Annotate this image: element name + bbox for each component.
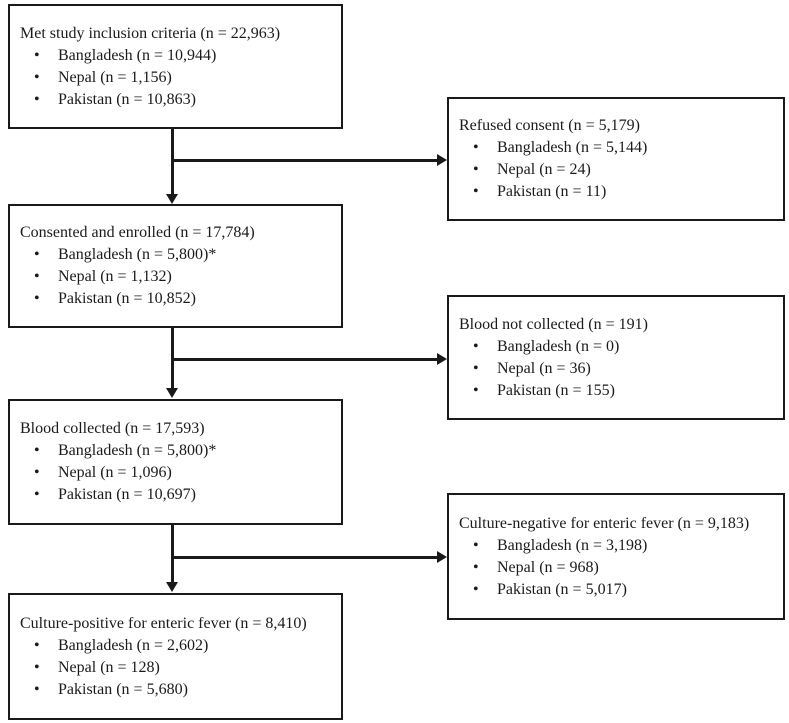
flow-box-title: Culture-negative for enteric fever (n = … (459, 514, 750, 532)
flow-box-culture-positive: Culture-positive for enteric fever (n = … (8, 593, 343, 720)
arrow-right-icon (437, 353, 447, 365)
bullet-item: Pakistan (n = 5,017) (459, 579, 775, 601)
arrow-down-icon (166, 582, 178, 592)
arrow-right-icon (437, 154, 447, 166)
arrow-down-icon (166, 388, 178, 398)
bullet-item: Pakistan (n = 11) (459, 181, 775, 203)
flow-box-title: Blood collected (n = 17,593) (20, 420, 205, 437)
flow-box-title: Met study inclusion criteria (n = 22,963… (20, 24, 281, 42)
flow-box-bullet-list: Bangladesh (n = 0) Nepal (n = 36) Pakist… (459, 336, 775, 402)
flow-box-culture-negative: Culture-negative for enteric fever (n = … (447, 493, 785, 620)
arrow-right-icon (437, 551, 447, 563)
flow-box-title: Refused consent (n = 5,179) (459, 117, 640, 134)
connector-branch-line-2 (171, 358, 437, 361)
bullet-item: Pakistan (n = 10,697) (20, 484, 333, 506)
bullet-item: Pakistan (n = 10,863) (20, 89, 333, 111)
flow-box-title: Consented and enrolled (n = 17,784) (20, 224, 255, 241)
bullet-item: Nepal (n = 1,156) (20, 67, 333, 89)
bullet-item: Pakistan (n = 5,680) (20, 679, 333, 701)
bullet-item: Nepal (n = 1,132) (20, 266, 333, 288)
flow-box-blood-not-collected: Blood not collected (n = 191) Bangladesh… (447, 295, 785, 420)
flow-box-bullet-list: Bangladesh (n = 2,602) Nepal (n = 128) P… (20, 635, 333, 701)
bullet-item: Nepal (n = 36) (459, 358, 775, 380)
flow-box-met-inclusion-criteria: Met study inclusion criteria (n = 22,963… (8, 4, 343, 129)
flow-box-bullet-list: Bangladesh (n = 3,198) Nepal (n = 968) P… (459, 535, 775, 601)
bullet-item: Pakistan (n = 10,852) (20, 288, 333, 310)
bullet-item: Bangladesh (n = 2,602) (20, 635, 333, 657)
bullet-item: Bangladesh (n = 5,800)* (20, 244, 333, 266)
connector-branch-line-3 (171, 556, 437, 559)
flow-box-title: Blood not collected (n = 191) (459, 315, 648, 333)
flow-box-blood-collected: Blood collected (n = 17,593) Bangladesh … (8, 399, 343, 525)
bullet-item: Bangladesh (n = 5,144) (459, 137, 775, 159)
connector-down-line-3 (171, 525, 174, 582)
bullet-item: Bangladesh (n = 10,944) (20, 45, 333, 67)
bullet-item: Bangladesh (n = 5,800)* (20, 440, 333, 462)
bullet-item: Nepal (n = 24) (459, 159, 775, 181)
bullet-item: Bangladesh (n = 0) (459, 336, 775, 358)
bullet-item: Nepal (n = 1,096) (20, 462, 333, 484)
arrow-down-icon (166, 194, 178, 204)
flow-box-refused-consent: Refused consent (n = 5,179) Bangladesh (… (447, 97, 785, 221)
bullet-item: Bangladesh (n = 3,198) (459, 535, 775, 557)
flow-box-title: Culture-positive for enteric fever (n = … (20, 614, 307, 632)
flow-box-bullet-list: Bangladesh (n = 5,144) Nepal (n = 24) Pa… (459, 137, 775, 203)
flow-box-consented-enrolled: Consented and enrolled (n = 17,784) Bang… (8, 204, 343, 328)
flow-box-bullet-list: Bangladesh (n = 5,800)* Nepal (n = 1,132… (20, 244, 333, 310)
flow-box-bullet-list: Bangladesh (n = 10,944) Nepal (n = 1,156… (20, 45, 333, 111)
connector-branch-line-1 (171, 159, 437, 162)
bullet-item: Nepal (n = 128) (20, 657, 333, 679)
bullet-item: Pakistan (n = 155) (459, 380, 775, 402)
bullet-item: Nepal (n = 968) (459, 557, 775, 579)
flow-box-bullet-list: Bangladesh (n = 5,800)* Nepal (n = 1,096… (20, 440, 333, 506)
